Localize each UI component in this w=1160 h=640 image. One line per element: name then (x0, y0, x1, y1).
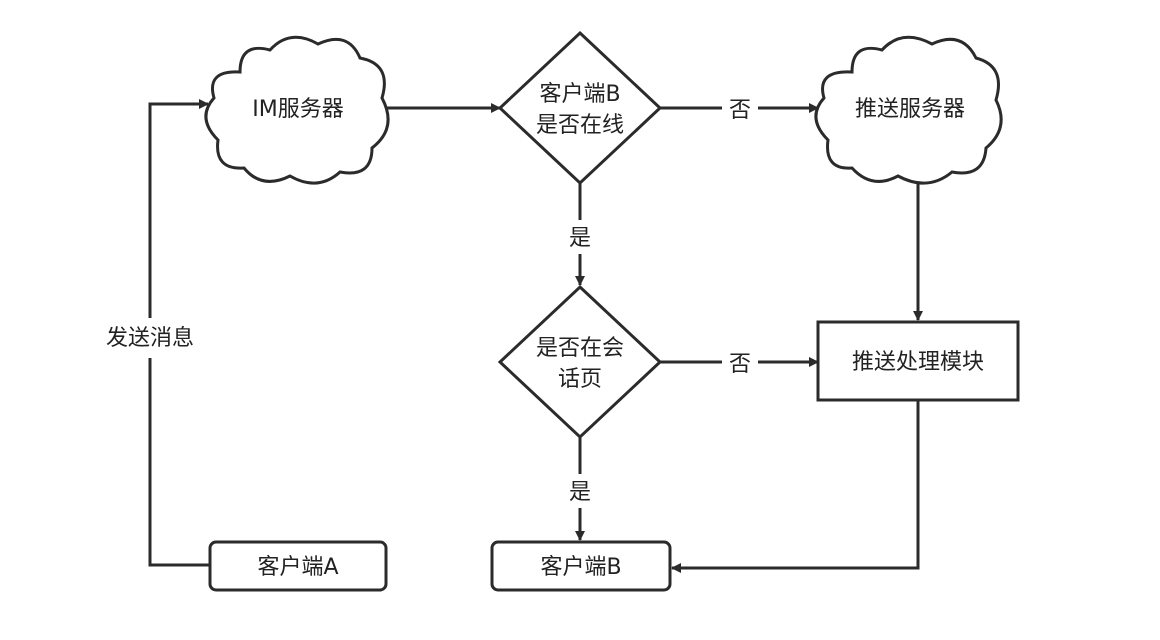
edge-label-online-no: 否 (729, 98, 751, 123)
node-label: 推送服务器 (855, 97, 965, 122)
node-label: 推送处理模块 (852, 350, 984, 375)
session-yes-label-bg (562, 474, 598, 508)
edge-label-send-message: 发送消息 (106, 326, 194, 351)
edge-label-online-yes: 是 (569, 226, 591, 251)
send-message-label-bg (88, 318, 212, 358)
node-online-check: 客户端B 是否在线 (497, 30, 663, 186)
cloud-shape (204, 35, 390, 185)
node-label: 客户端B (540, 555, 621, 580)
online-no-label-bg (722, 92, 758, 126)
rounded-rect-shape (490, 540, 672, 592)
node-client-b: 客户端B (490, 540, 672, 592)
node-label-line2: 话页 (558, 367, 602, 392)
cloud-shape (814, 35, 1003, 185)
edge-label-session-yes: 是 (569, 480, 591, 505)
edge-module-to-client-b (671, 400, 920, 573)
node-client-a: 客户端A (208, 540, 388, 592)
diamond-shape (497, 30, 663, 186)
diamond-shape (497, 284, 663, 440)
rect-shape (816, 320, 1020, 402)
node-label: 客户端A (257, 555, 338, 580)
node-push-module: 推送处理模块 (816, 320, 1020, 402)
edge-label-session-no: 否 (729, 352, 751, 377)
node-im-server: IM服务器 (204, 35, 390, 185)
node-label-line1: 是否在会 (536, 336, 624, 361)
node-label-line2: 是否在线 (536, 113, 624, 138)
session-no-label-bg (722, 346, 758, 380)
rounded-rect-shape (208, 540, 388, 592)
node-label-line1: 客户端B (539, 82, 620, 107)
online-yes-label-bg (562, 220, 598, 254)
node-label: IM服务器 (252, 97, 343, 122)
node-push-server: 推送服务器 (814, 35, 1003, 185)
node-session-check: 是否在会 话页 (497, 284, 663, 440)
